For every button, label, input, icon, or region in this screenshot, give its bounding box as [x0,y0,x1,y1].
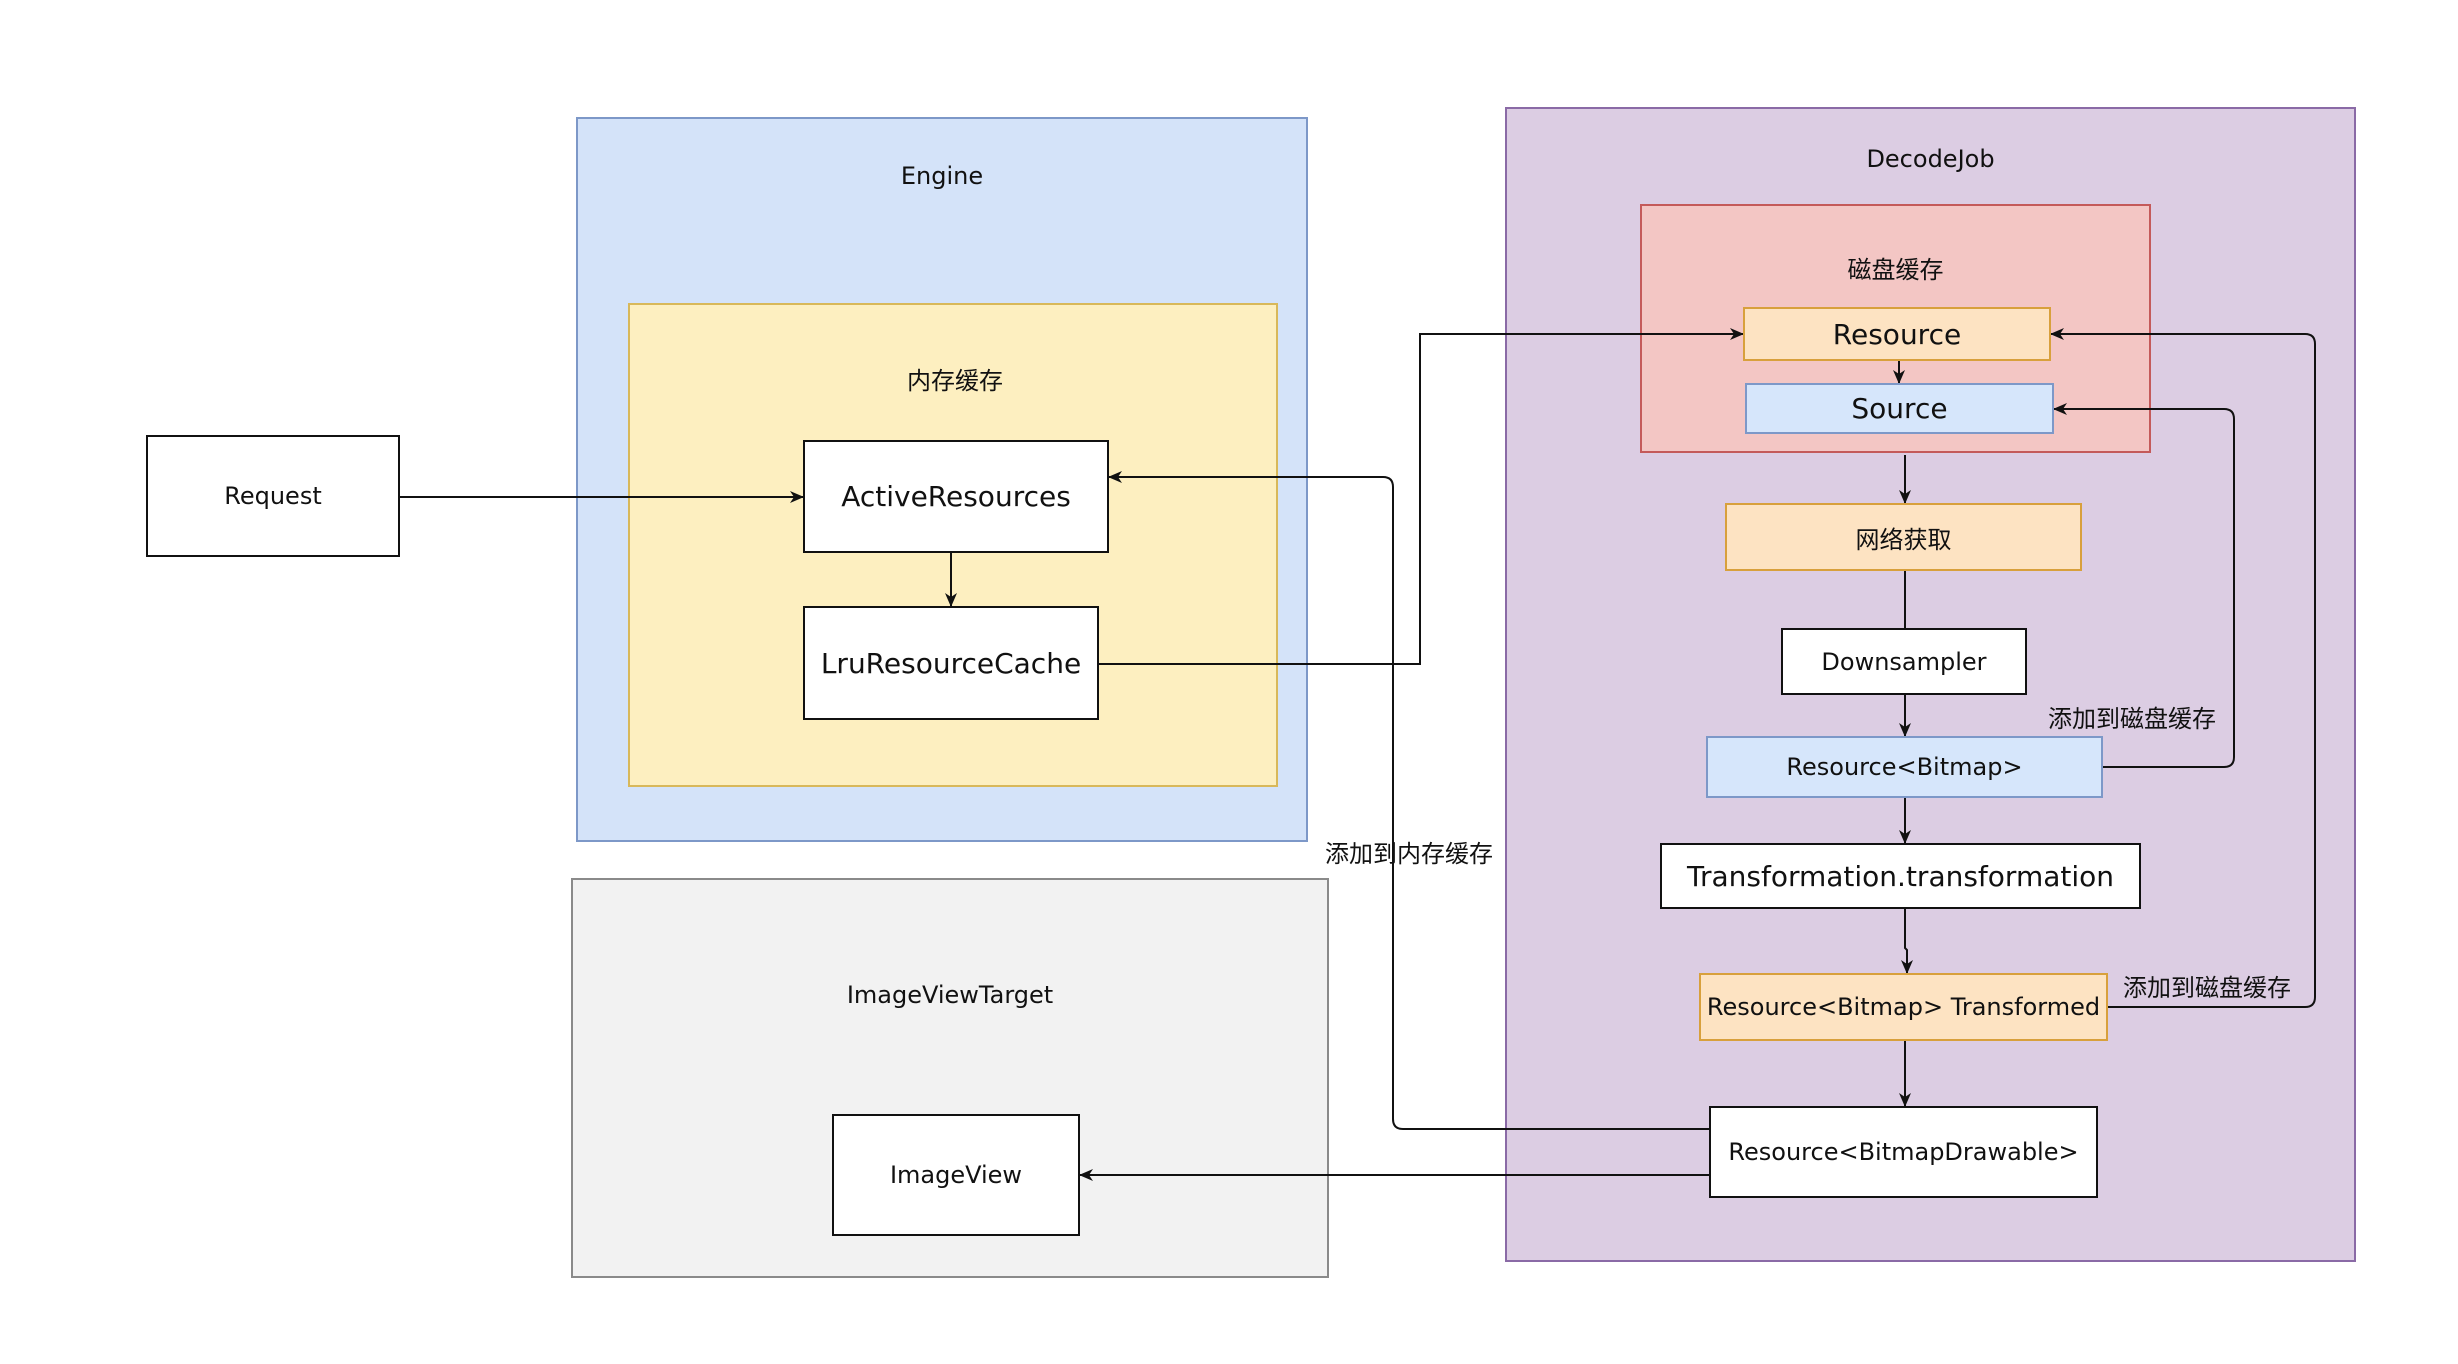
edge-transformed-to-resource [2050,328,2316,1008]
edge-transformation-to-transformed [1901,909,1913,974]
resource-bitmap-node[interactable]: Resource<Bitmap> [1706,736,2103,798]
memory-cache-title: 内存缓存 [907,367,1003,395]
request-node[interactable]: Request [146,435,400,557]
image-view-node[interactable]: ImageView [832,1114,1080,1236]
engine-title: Engine [900,162,984,190]
network-fetch-node[interactable]: 网络获取 [1725,503,2082,571]
downsampler-node[interactable]: Downsampler [1781,628,2027,695]
source-node[interactable]: Source [1745,383,2054,434]
decode-job-title: DecodeJob [1866,145,1995,173]
image-view-target-title: ImageViewTarget [846,981,1054,1009]
edge-bitmap-to-source [2053,403,2235,768]
edge-drawable-to-active [1108,471,1709,1130]
active-resources-node[interactable]: ActiveResources [803,440,1109,553]
add-to-disk-cache-label-2: 添加到磁盘缓存 [2123,974,2291,1002]
add-to-disk-cache-label-1: 添加到磁盘缓存 [2048,705,2216,733]
add-to-memory-cache-label: 添加到内存缓存 [1325,840,1493,868]
resource-bitmap-transformed-node[interactable]: Resource<Bitmap> Transformed [1699,973,2108,1041]
resource-node[interactable]: Resource [1743,307,2051,361]
resource-bitmap-drawable-node[interactable]: Resource<BitmapDrawable> [1709,1106,2098,1198]
lru-resource-cache-node[interactable]: LruResourceCache [803,606,1099,720]
disk-cache-title: 磁盘缓存 [1847,256,1944,284]
transformation-node[interactable]: Transformation.transformation [1660,843,2141,909]
edge-lru-to-resource [1099,328,1744,665]
